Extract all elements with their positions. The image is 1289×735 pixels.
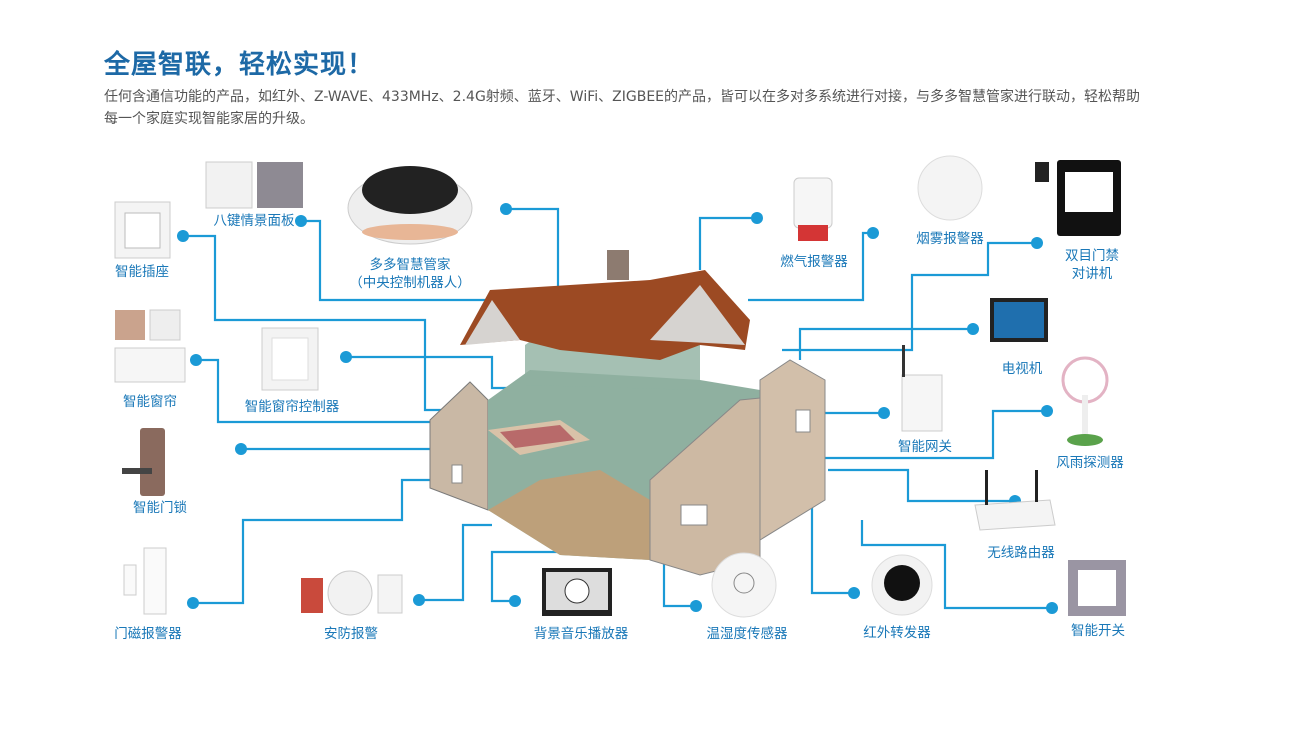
line-socket [183, 234, 470, 412]
weather-sensor-image [1061, 356, 1109, 446]
intercom-image [1035, 160, 1121, 236]
label-door-sensor: 门磁报警器 [114, 626, 182, 642]
gateway-image [901, 345, 943, 432]
ir-blaster-image [871, 554, 933, 616]
label-smoke-alarm: 烟雾报警器 [916, 231, 984, 247]
smart-switch-image [1068, 560, 1126, 616]
line-router [828, 468, 1015, 503]
house-illustration [429, 250, 826, 576]
door-lock-image [122, 428, 165, 496]
label-butler-line1: 多多智慧管家 [369, 257, 451, 273]
page-title: 全屋智联，轻松实现！ [104, 50, 375, 80]
line-temp [662, 560, 696, 608]
line-curtain-controller [346, 355, 530, 390]
smoke-alarm-image [917, 155, 983, 221]
connector-dots [177, 203, 1058, 614]
label-intercom-line2: 对讲机 [1071, 266, 1113, 282]
label-butler-line2: （中央控制机器人） [349, 275, 471, 291]
page-description: 任何含通信功能的产品，如红外、Z-WAVE、433MHz、2.4G射频、蓝牙、W… [104, 89, 1141, 127]
gas-alarm-image [793, 177, 833, 241]
label-ir-blaster: 红外转发器 [863, 625, 931, 641]
door-sensor-image [123, 547, 167, 615]
line-switch [860, 520, 1052, 610]
label-gateway: 智能网关 [898, 439, 952, 455]
line-curtain [196, 358, 440, 424]
line-tv [798, 327, 973, 360]
line-door-sensor [193, 478, 440, 605]
scene-panel-image [205, 161, 303, 209]
label-weather-sensor: 风雨探测器 [1056, 455, 1124, 471]
label-door-lock: 智能门锁 [133, 500, 187, 516]
temp-humidity-image [711, 552, 777, 618]
label-gas-alarm: 燃气报警器 [780, 254, 848, 270]
curtain-controller-image [261, 327, 319, 391]
music-player-image [542, 568, 612, 616]
label-tv: 电视机 [1001, 361, 1043, 377]
label-curtain: 智能窗帘 [123, 394, 177, 410]
label-smart-switch: 智能开关 [1071, 623, 1125, 639]
label-temp-humidity: 温湿度传感器 [706, 626, 788, 642]
socket-image [114, 201, 171, 259]
line-intercom [782, 241, 1037, 352]
line-butler [506, 207, 560, 290]
label-router: 无线路由器 [987, 545, 1055, 561]
label-curtain-controller: 智能窗帘控制器 [244, 399, 340, 415]
label-butler: 多多智慧管家 （中央控制机器人） [349, 256, 471, 292]
curtain-image [114, 309, 186, 383]
security-alarm-image [301, 570, 403, 616]
router-image [974, 470, 1056, 531]
line-security [419, 523, 492, 602]
label-security-alarm: 安防报警 [324, 626, 378, 642]
tv-image [990, 298, 1048, 342]
line-weather [820, 409, 1047, 460]
label-intercom: 双目门禁对讲机 [1065, 247, 1119, 283]
butler-robot-image [347, 166, 473, 245]
label-socket: 智能插座 [115, 264, 169, 280]
line-ir [810, 500, 854, 595]
line-gas [698, 216, 757, 270]
label-scene-panel: 八键情景面板 [213, 213, 295, 229]
label-intercom-line1: 双目门禁 [1065, 248, 1119, 264]
label-music-player: 背景音乐播放器 [533, 626, 629, 642]
